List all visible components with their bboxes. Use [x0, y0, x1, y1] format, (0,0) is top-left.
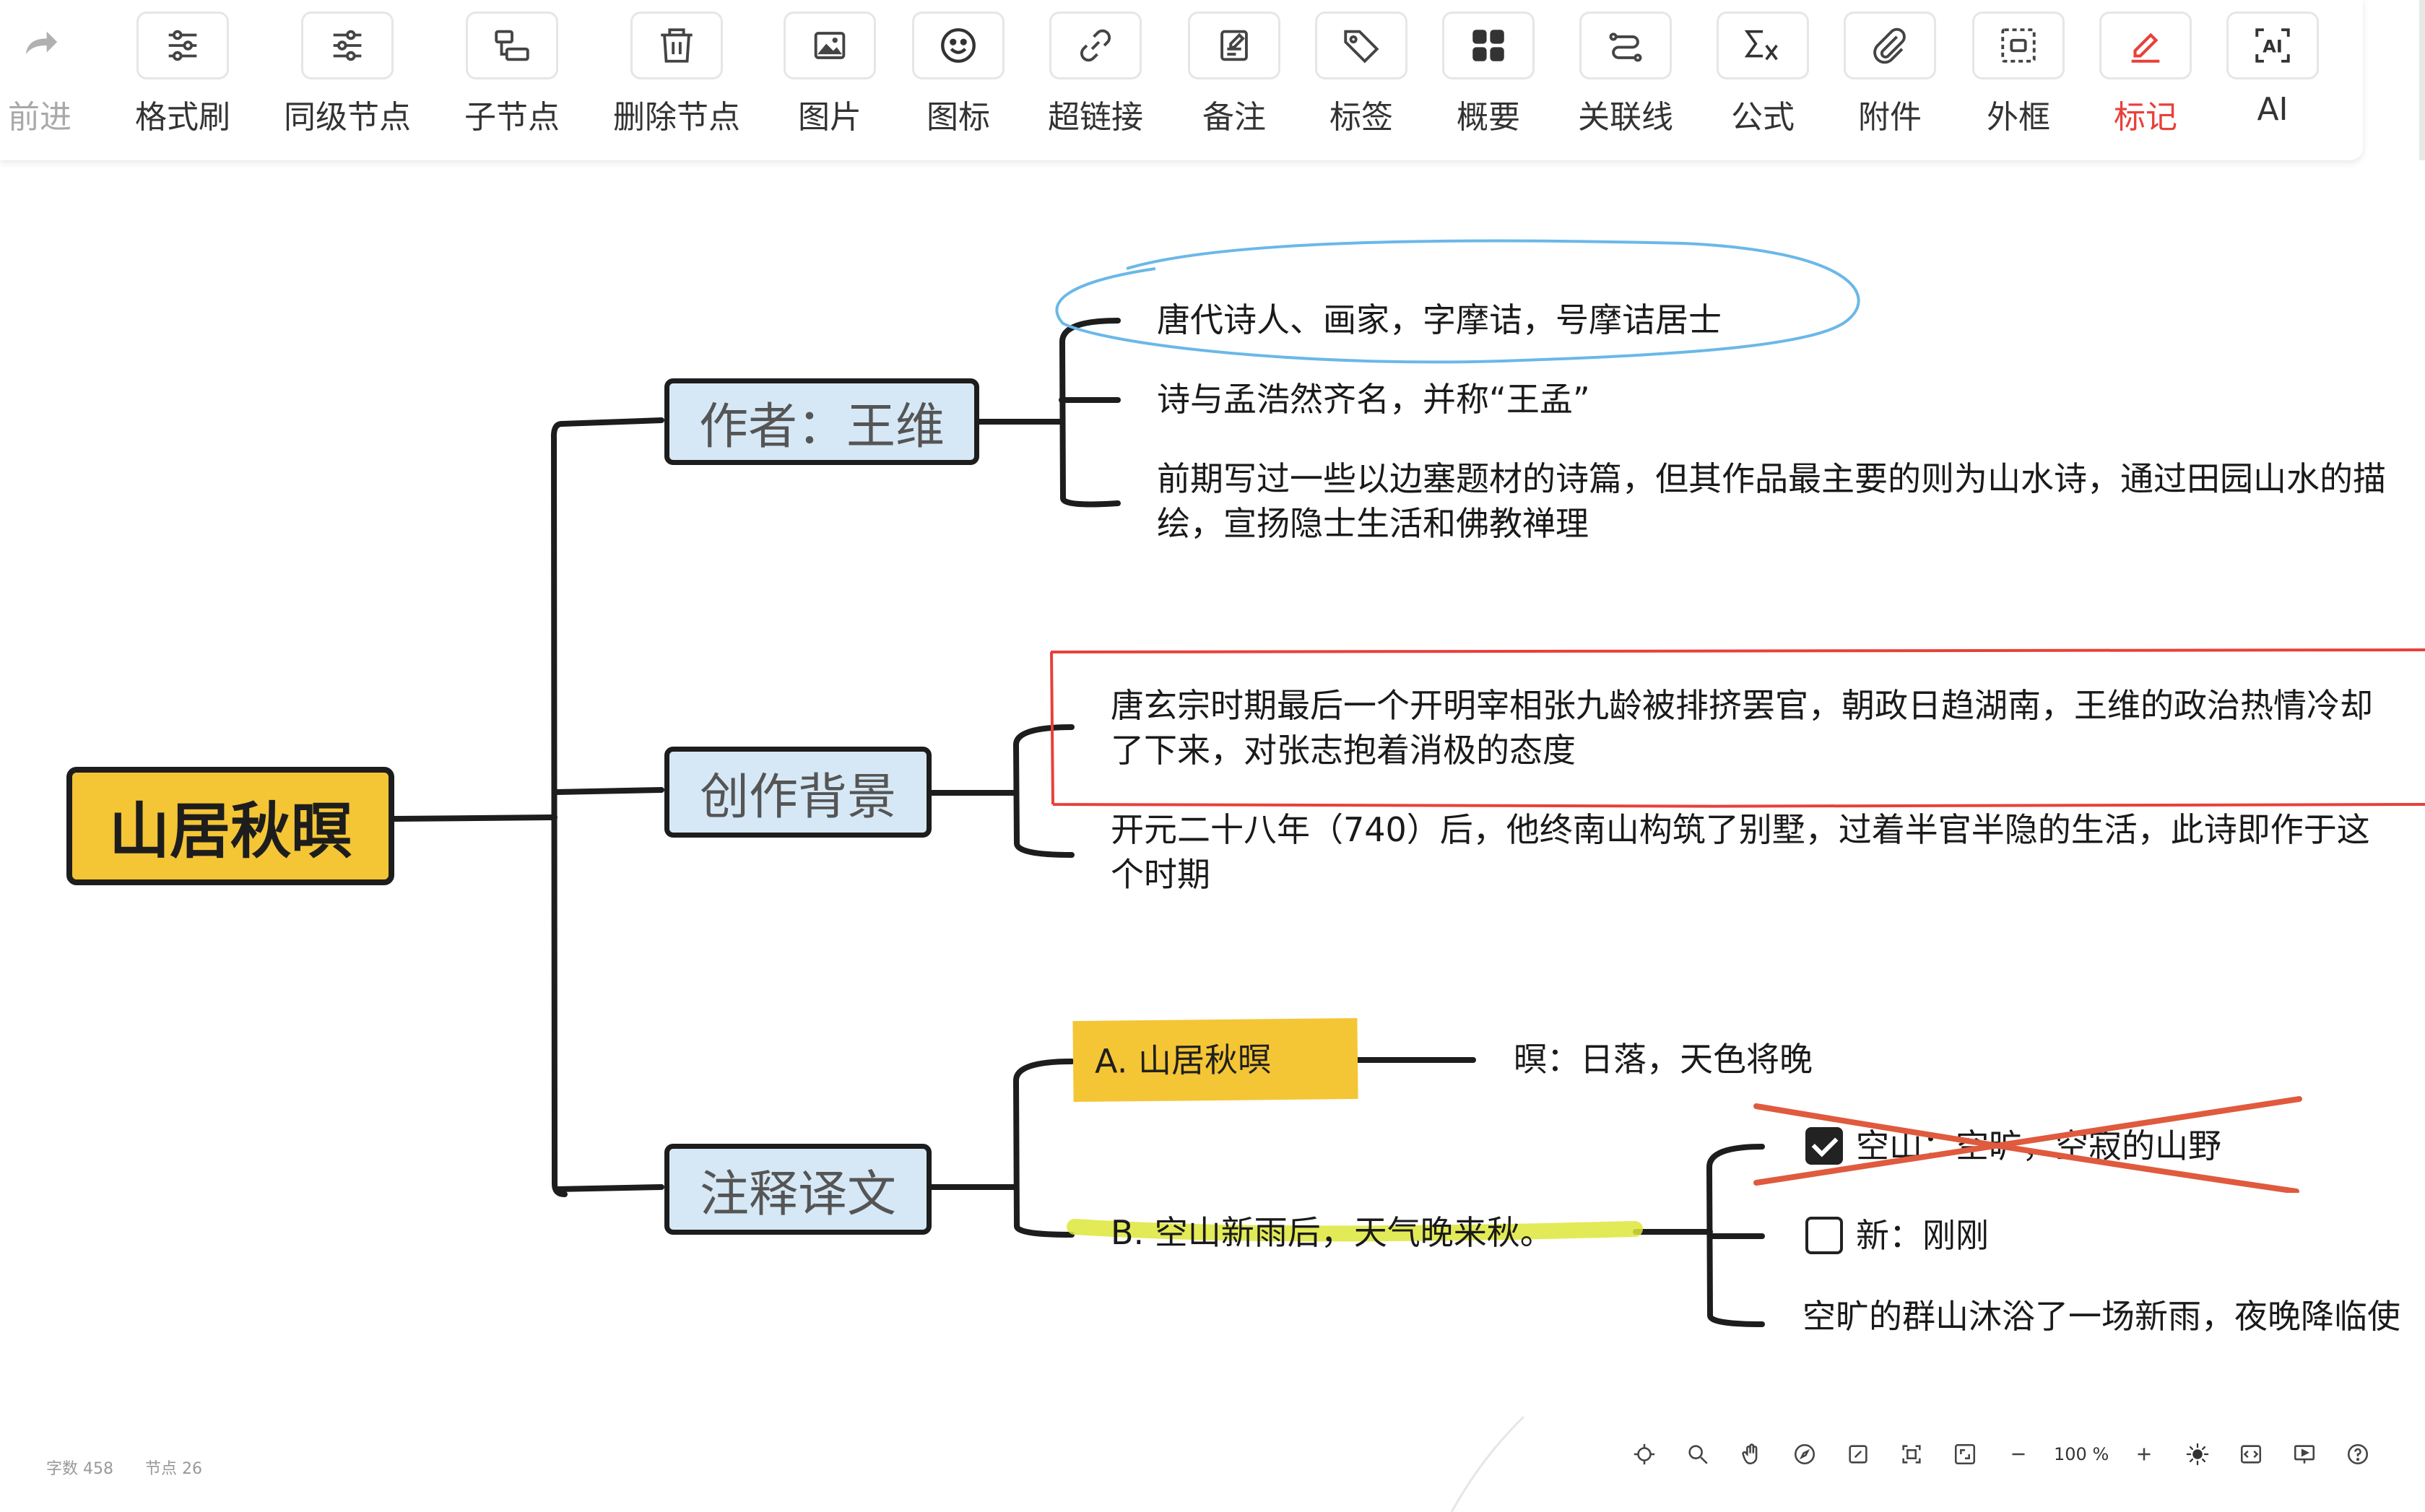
- note-label: 备注: [1202, 99, 1266, 136]
- summary-icon: [1442, 12, 1535, 79]
- outer-frame-label: 外框: [1987, 99, 2050, 136]
- delete-node-label: 删除节点: [613, 99, 740, 136]
- node-count: 节点 26: [145, 1460, 202, 1478]
- branch-background[interactable]: 创作背景: [664, 747, 932, 838]
- link-icon: [1049, 12, 1142, 79]
- summary-label: 概要: [1457, 99, 1520, 136]
- mindmap-connectors: [391, 239, 2425, 1512]
- child-node-label: 子节点: [464, 99, 560, 136]
- zoom-level: 100 %: [2054, 1444, 2109, 1464]
- background-leaf-1[interactable]: 唐玄宗时期最后一个开明宰相张九龄被排挤罢官，朝政日趋湖南，王维的政治热情冷却了下…: [1111, 686, 2373, 770]
- hand-icon[interactable]: [1738, 1441, 1765, 1468]
- tag-label: 标签: [1329, 99, 1393, 136]
- redo-button[interactable]: 前进: [0, 12, 108, 153]
- smiley-icon: [912, 12, 1005, 79]
- theme-icon[interactable]: [2184, 1441, 2211, 1468]
- hyperlink-label: 超链接: [1048, 99, 1143, 136]
- fit-canvas-icon[interactable]: [1898, 1441, 1925, 1468]
- image-label: 图片: [798, 99, 862, 136]
- redo-label: 前进: [8, 99, 71, 136]
- hyperlink-button[interactable]: 超链接: [1027, 12, 1164, 153]
- circle-annotation: [1055, 239, 1860, 364]
- format-painter-icon: [136, 12, 229, 79]
- attachment-button[interactable]: 附件: [1821, 12, 1958, 153]
- notes-b-child-2[interactable]: 新：刚刚: [1805, 1213, 1989, 1258]
- notes-item-a[interactable]: A. 山居秋暝: [1072, 1017, 1358, 1103]
- root-node[interactable]: 山居秋暝: [66, 767, 394, 885]
- note-button[interactable]: 备注: [1166, 12, 1303, 153]
- notes-b-child-2-text: 新：刚刚: [1856, 1216, 1989, 1255]
- author-leaf-3[interactable]: 前期写过一些以边塞题材的诗篇，但其作品最主要的则为山水诗，通过田园山水的描绘，宣…: [1157, 459, 2386, 543]
- author-leaf-1[interactable]: 唐代诗人、画家，字摩诘，号摩诘居士: [1157, 300, 1722, 339]
- svg-text:AI: AI: [2263, 37, 2283, 57]
- formula-button[interactable]: 公式: [1694, 12, 1831, 153]
- panel-resize-handle[interactable]: [2419, 0, 2425, 160]
- image-icon: [784, 12, 876, 79]
- formula-label: 公式: [1731, 99, 1795, 136]
- attachment-label: 附件: [1858, 99, 1922, 136]
- sibling-node-button[interactable]: 同级节点: [279, 12, 416, 153]
- note-icon: [1188, 12, 1280, 79]
- checkbox-checked[interactable]: [1805, 1126, 1843, 1165]
- outer-frame-button[interactable]: 外框: [1950, 12, 2087, 153]
- child-node-button[interactable]: 子节点: [443, 12, 581, 153]
- zoom-out-icon[interactable]: [2005, 1441, 2032, 1468]
- format-painter-label: 格式刷: [135, 99, 230, 136]
- bottom-toolbar: 100 %: [1618, 1434, 2385, 1474]
- author-leaf-2[interactable]: 诗与孟浩然齐名，并称“王孟”: [1157, 380, 1590, 419]
- tag-icon: [1315, 12, 1407, 79]
- help-icon[interactable]: [2344, 1441, 2372, 1468]
- sibling-node-icon: [301, 12, 394, 79]
- ai-button[interactable]: AI AI: [2204, 12, 2341, 153]
- toolbar: 前进 格式刷 同级节点 子节点 删除节点 图片 图标: [0, 0, 2363, 160]
- delete-node-button[interactable]: 删除节点: [608, 12, 745, 153]
- relation-line-icon: [1579, 12, 1672, 79]
- zoom-value: 100: [2054, 1444, 2087, 1464]
- fullscreen-icon[interactable]: [1951, 1441, 1979, 1468]
- zoom-unit: %: [2092, 1444, 2109, 1464]
- icon-label: 图标: [927, 99, 990, 136]
- status-counts: 字数 458 节点 26: [46, 1456, 234, 1479]
- summary-button[interactable]: 概要: [1420, 12, 1557, 153]
- branch-author[interactable]: 作者：王维: [664, 378, 979, 465]
- format-painter-button[interactable]: 格式刷: [114, 12, 251, 153]
- tag-button[interactable]: 标签: [1293, 12, 1430, 153]
- locate-icon[interactable]: [1631, 1441, 1658, 1468]
- notes-a-child[interactable]: 暝：日落，天色将晚: [1514, 1040, 1813, 1079]
- cross-mark-icon: [1753, 1096, 2302, 1193]
- ai-label: AI: [2257, 91, 2289, 128]
- branch-notes[interactable]: 注释译文: [664, 1144, 932, 1235]
- zoom-in-icon[interactable]: [2130, 1441, 2158, 1468]
- relation-line-button[interactable]: 关联线: [1557, 12, 1694, 153]
- edit-icon[interactable]: [1844, 1441, 1872, 1468]
- highlight-stroke: [1067, 1219, 1643, 1242]
- outer-frame-icon: [1972, 12, 2065, 79]
- relation-line-label: 关联线: [1578, 99, 1673, 136]
- formula-icon: [1717, 12, 1809, 79]
- marker-button[interactable]: 标记: [2077, 12, 2214, 153]
- presentation-icon[interactable]: [2291, 1441, 2318, 1468]
- rect-annotation: [1050, 648, 2425, 808]
- mindmap-canvas[interactable]: 山居秋暝 作者：王维 唐代诗人、画家，字摩诘，号摩诘居士 诗与孟浩然齐名，并称“…: [0, 160, 2425, 1512]
- compass-icon[interactable]: [1791, 1441, 1818, 1468]
- word-count: 字数 458: [46, 1460, 113, 1478]
- notes-b-child-3[interactable]: 空旷的群山沐浴了一场新雨，夜晚降临使: [1803, 1297, 2400, 1336]
- child-node-icon: [466, 12, 558, 79]
- redo-icon: [0, 12, 86, 79]
- notes-item-b[interactable]: B. 空山新雨后，天气晚来秋。: [1111, 1213, 1553, 1252]
- icon-button[interactable]: 图标: [890, 12, 1027, 153]
- sibling-node-label: 同级节点: [284, 99, 411, 136]
- code-icon[interactable]: [2237, 1441, 2265, 1468]
- background-leaf-2[interactable]: 开元二十八年（740）后，他终南山构筑了别墅，过着半官半隐的生活，此诗即作于这个…: [1111, 810, 2370, 894]
- image-button[interactable]: 图片: [761, 12, 898, 153]
- marker-icon: [2099, 12, 2192, 79]
- trash-icon: [630, 12, 723, 79]
- attachment-icon: [1844, 12, 1936, 79]
- checkbox-unchecked[interactable]: [1805, 1216, 1843, 1254]
- ai-icon: AI: [2226, 12, 2319, 79]
- search-icon[interactable]: [1684, 1441, 1712, 1468]
- marker-label: 标记: [2114, 99, 2177, 136]
